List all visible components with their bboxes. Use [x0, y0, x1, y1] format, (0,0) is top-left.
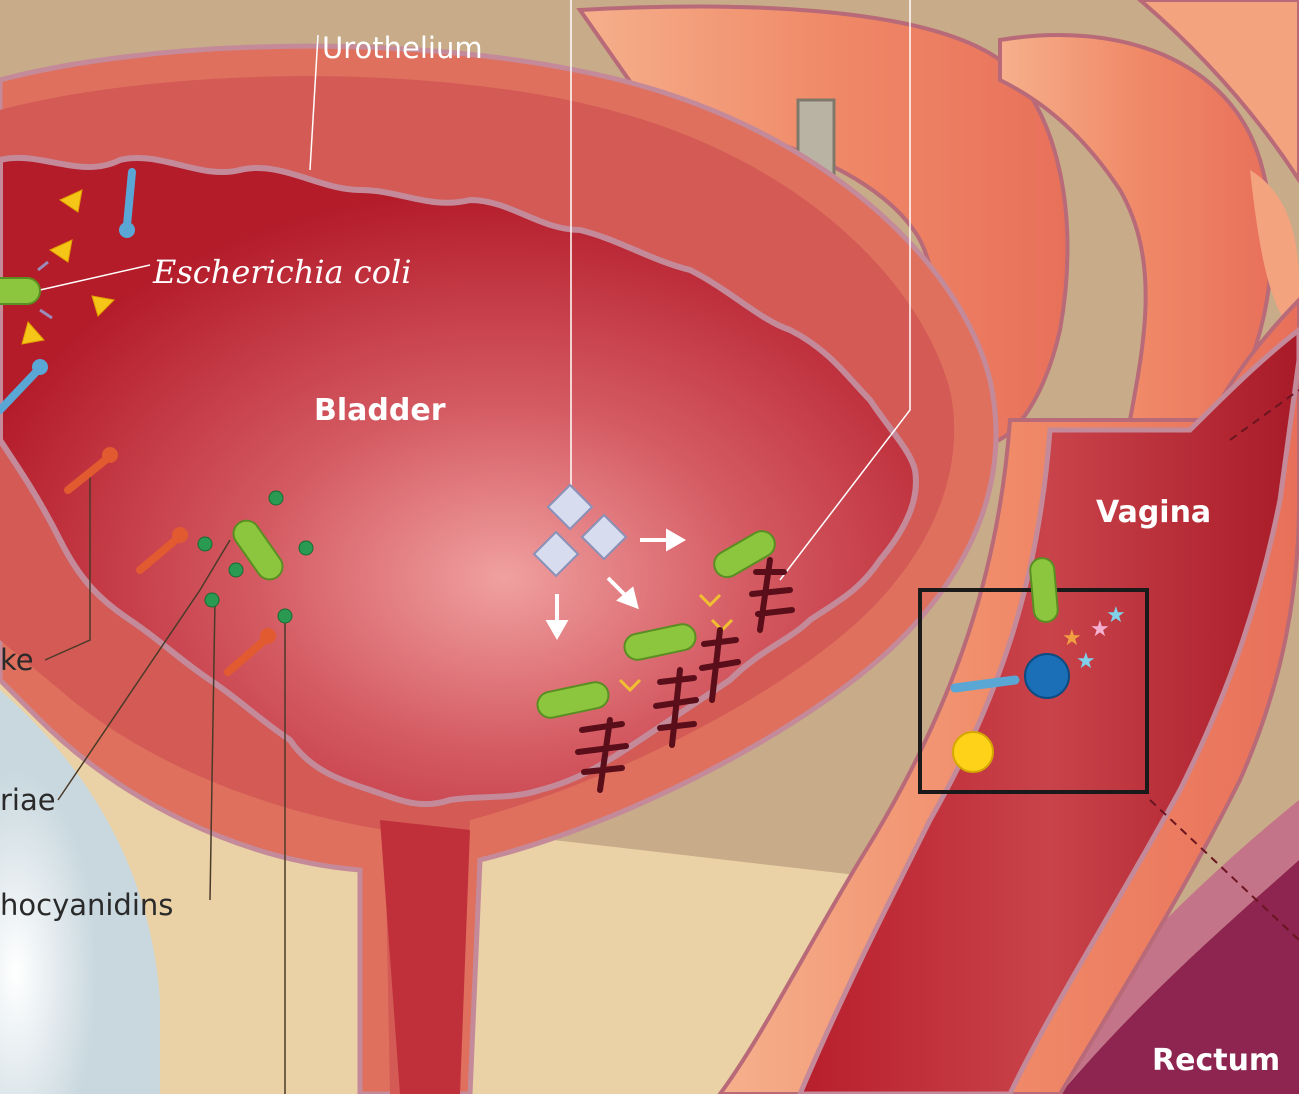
receptor-icon	[102, 447, 118, 463]
bacterium-icon	[0, 278, 40, 304]
receptor-icon	[172, 527, 188, 543]
cell-icon	[953, 732, 993, 772]
label-ecoli: Escherichia coli	[152, 253, 411, 291]
star-icon: ★	[1062, 626, 1082, 651]
label-left-ke: ke	[0, 643, 34, 677]
label-urothelium: Urothelium	[322, 31, 483, 65]
receptor-icon	[260, 628, 276, 644]
cell-icon	[1025, 654, 1069, 698]
label-vagina: Vagina	[1096, 495, 1211, 530]
label-bladder: Bladder	[314, 393, 446, 428]
star-icon: ★	[1076, 649, 1096, 674]
bacterium-icon	[1029, 557, 1058, 623]
label-left-hocyanidins: hocyanidins	[0, 888, 173, 922]
star-icon: ★	[1106, 603, 1126, 628]
label-rectum: Rectum	[1152, 1043, 1280, 1078]
label-left-riae: riae	[0, 783, 56, 817]
receptor-icon	[119, 222, 135, 238]
receptor-icon	[32, 359, 48, 375]
